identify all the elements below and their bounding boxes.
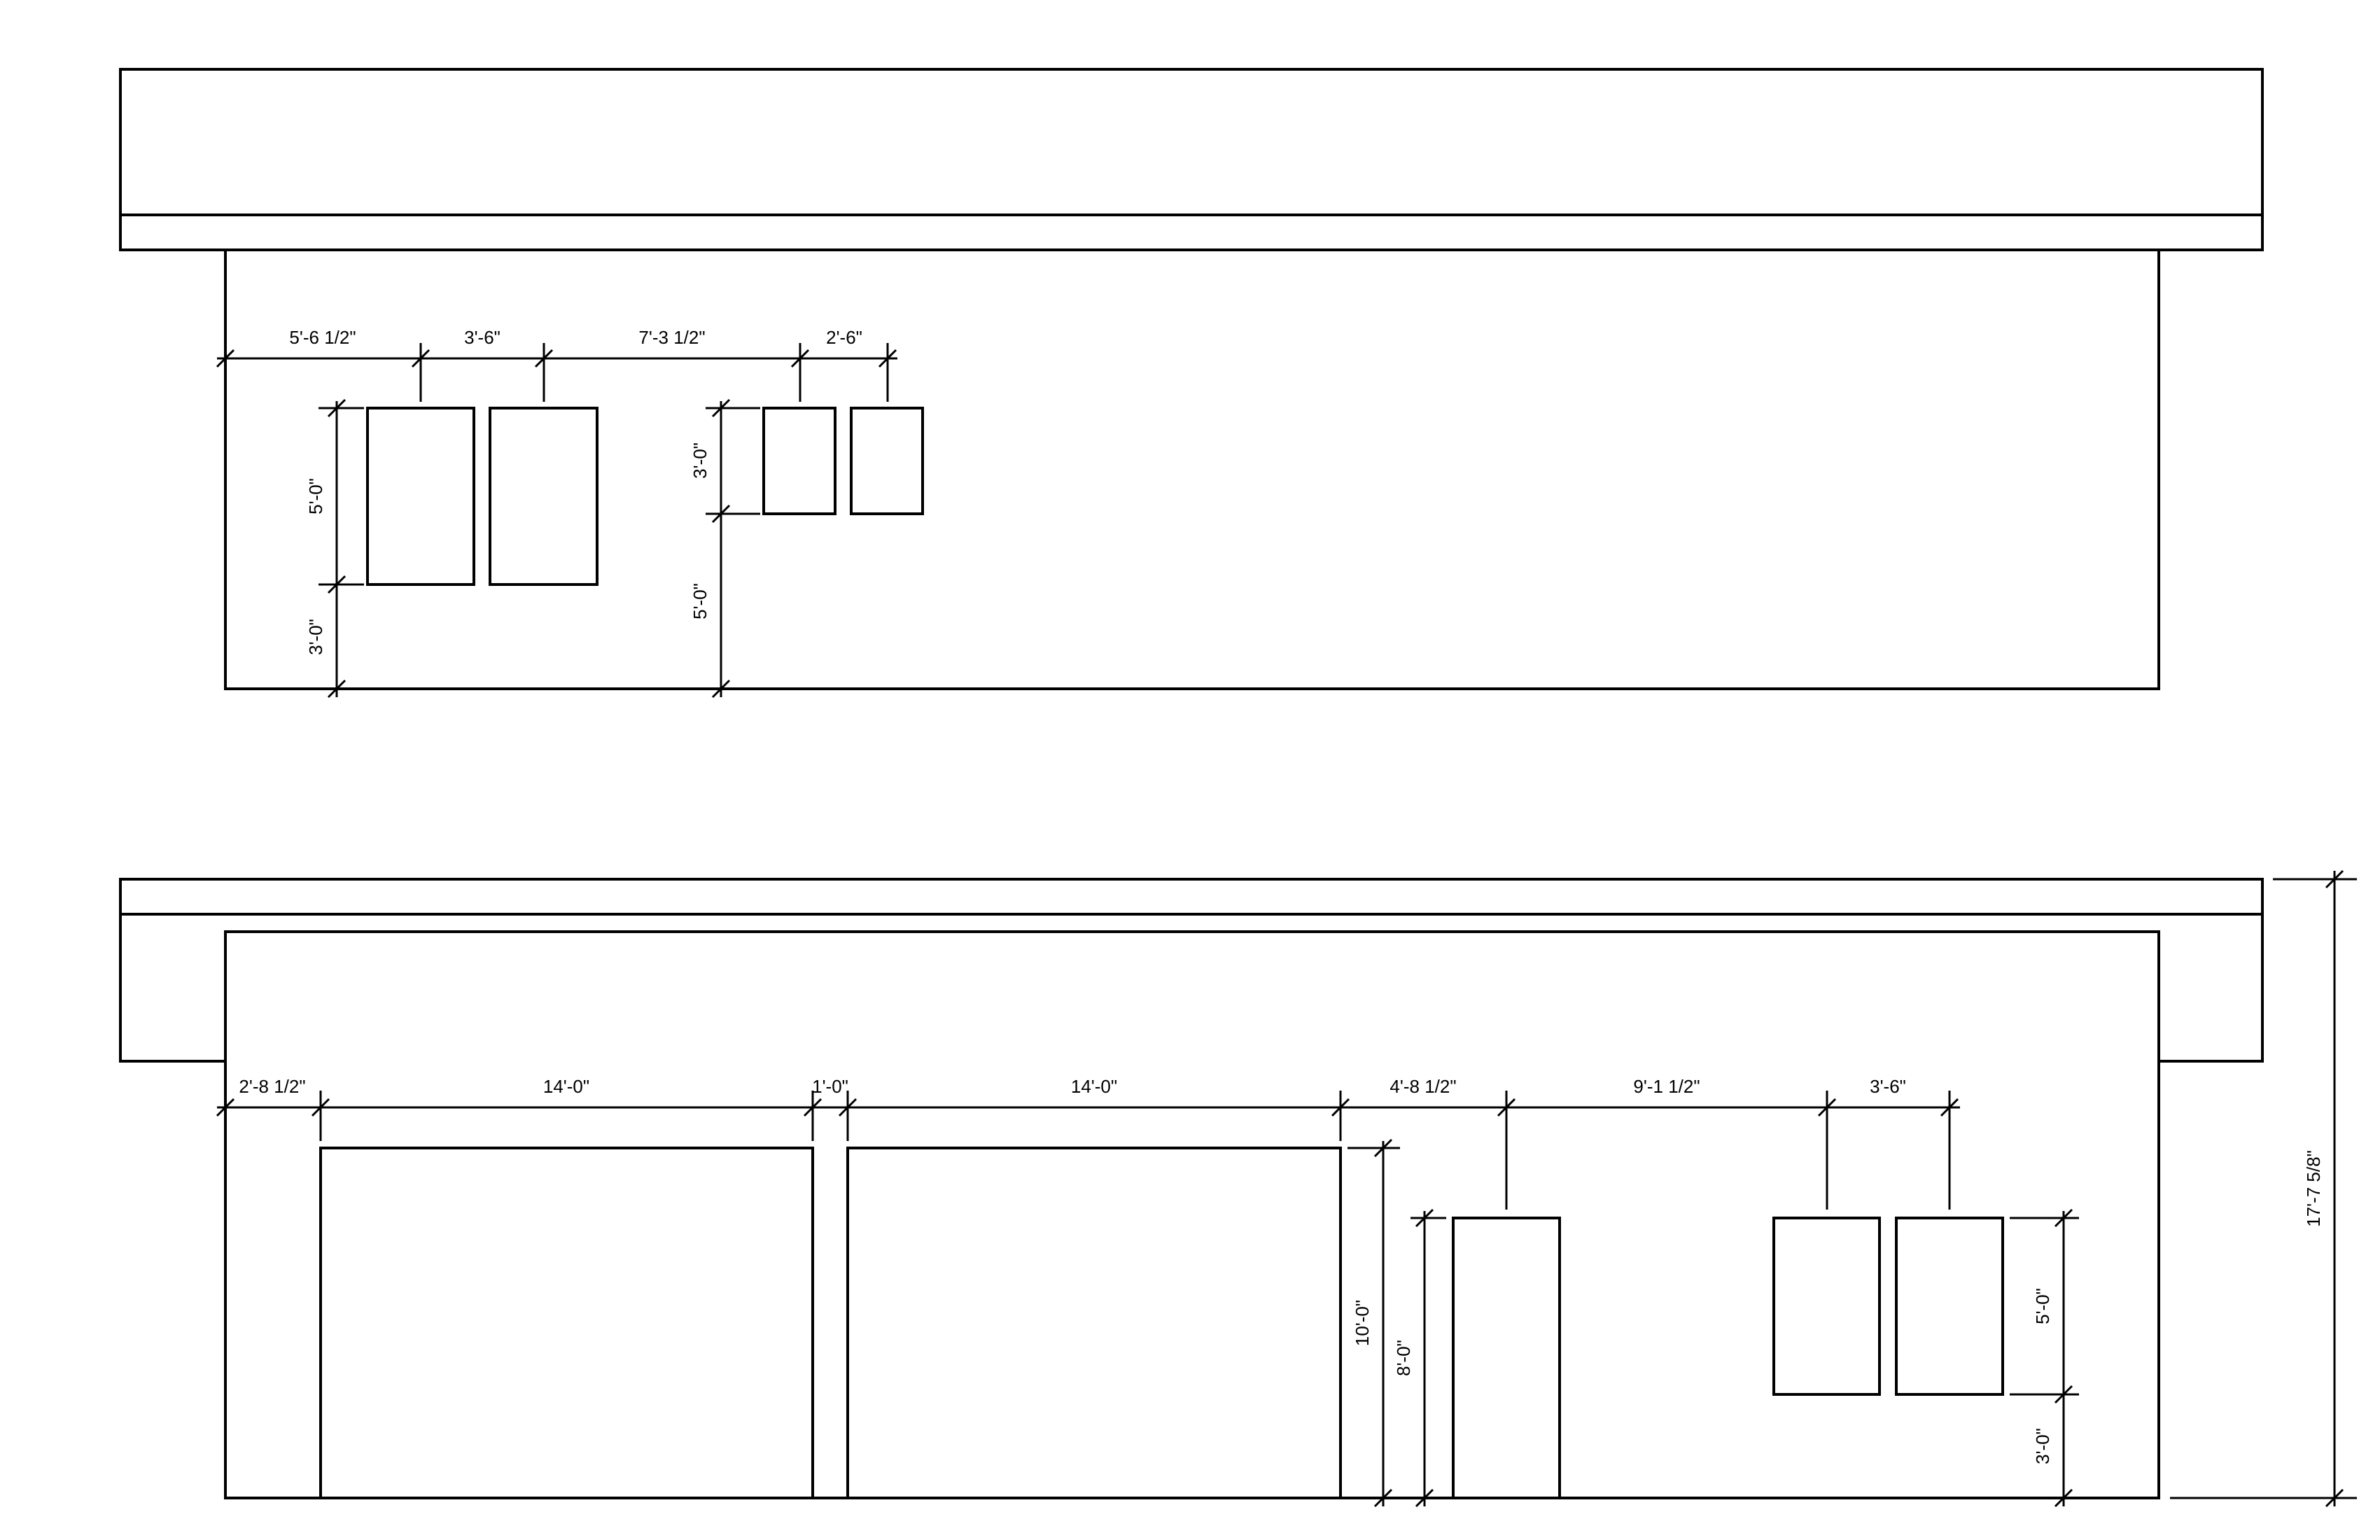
lower-dim-window-height: 5'-0" [2032,1288,2053,1324]
lower-dim-14-0-a: 14'-0" [543,1076,589,1097]
garage-door-1 [319,1147,814,1499]
upper-dim-7-3-half: 7'-3 1/2" [638,327,705,348]
entry-door [1452,1217,1561,1499]
lower-wall [224,930,2160,1499]
upper-left-vertical-dimension: 5'-0" 3'-0" [305,398,364,699]
lower-window-vertical-dimension: 5'-0" 3'-0" [2010,1208,2079,1508]
lower-window-1 [1772,1217,1881,1396]
lower-roof-fascia [119,914,2264,1063]
upper-elevation: 5'-6 1/2" 3'-6" 7'-3 1/2" 2'-6" 5'-0" 3'… [119,68,2264,699]
overall-height-label: 17'-7 5/8" [2303,1150,2324,1227]
upper-window-2 [489,407,598,586]
garage-door-height-dimension: 10'-0" [1348,1138,1400,1508]
upper-dim-2-6: 2'-6" [826,327,862,348]
upper-right-vertical-dimension: 3'-0" 5'-0" [690,398,760,699]
lower-dim-14-0-b: 14'-0" [1071,1076,1117,1097]
upper-dim-sill-height-left: 3'-0" [305,619,326,655]
upper-dim-window-height-left: 5'-0" [305,478,326,514]
upper-horizontal-dimensions: 5'-6 1/2" 3'-6" 7'-3 1/2" 2'-6" [216,327,897,402]
entry-door-height-dimension: 8'-0" [1393,1208,1446,1508]
upper-wall [224,248,2160,690]
upper-window-4 [850,407,924,515]
lower-horizontal-dimensions: 2'-8 1/2" 14'-0" 1'-0" 14'-0" 4'-8 1/2" … [216,1076,1960,1210]
overall-height-dimension: 17'-7 5/8" [2170,869,2357,1508]
lower-dim-4-8-half: 4'-8 1/2" [1390,1076,1456,1097]
lower-dim-3-6: 3'-6" [1870,1076,1906,1097]
upper-roof-band [119,214,2264,251]
lower-dim-garage-height: 10'-0" [1352,1300,1373,1346]
lower-dim-sill-height: 3'-0" [2032,1428,2053,1464]
upper-dim-window-height-right: 3'-0" [690,442,710,479]
upper-dim-3-6: 3'-6" [464,327,500,348]
lower-roof-band [119,878,2264,916]
lower-dim-1-0: 1'-0" [812,1076,848,1097]
upper-dim-5-6-half: 5'-6 1/2" [289,327,356,348]
upper-window-1 [366,407,475,586]
lower-dim-9-1-half: 9'-1 1/2" [1633,1076,1700,1097]
lower-window-2 [1895,1217,2004,1396]
lower-dim-door-height: 8'-0" [1393,1340,1414,1376]
upper-window-3 [762,407,836,515]
lower-dim-2-8-half: 2'-8 1/2" [239,1076,305,1097]
garage-door-2 [846,1147,1342,1499]
upper-dim-sill-height-right: 5'-0" [690,583,710,620]
lower-elevation: 2'-8 1/2" 14'-0" 1'-0" 14'-0" 4'-8 1/2" … [119,869,2357,1508]
upper-roof-fascia [119,68,2264,216]
